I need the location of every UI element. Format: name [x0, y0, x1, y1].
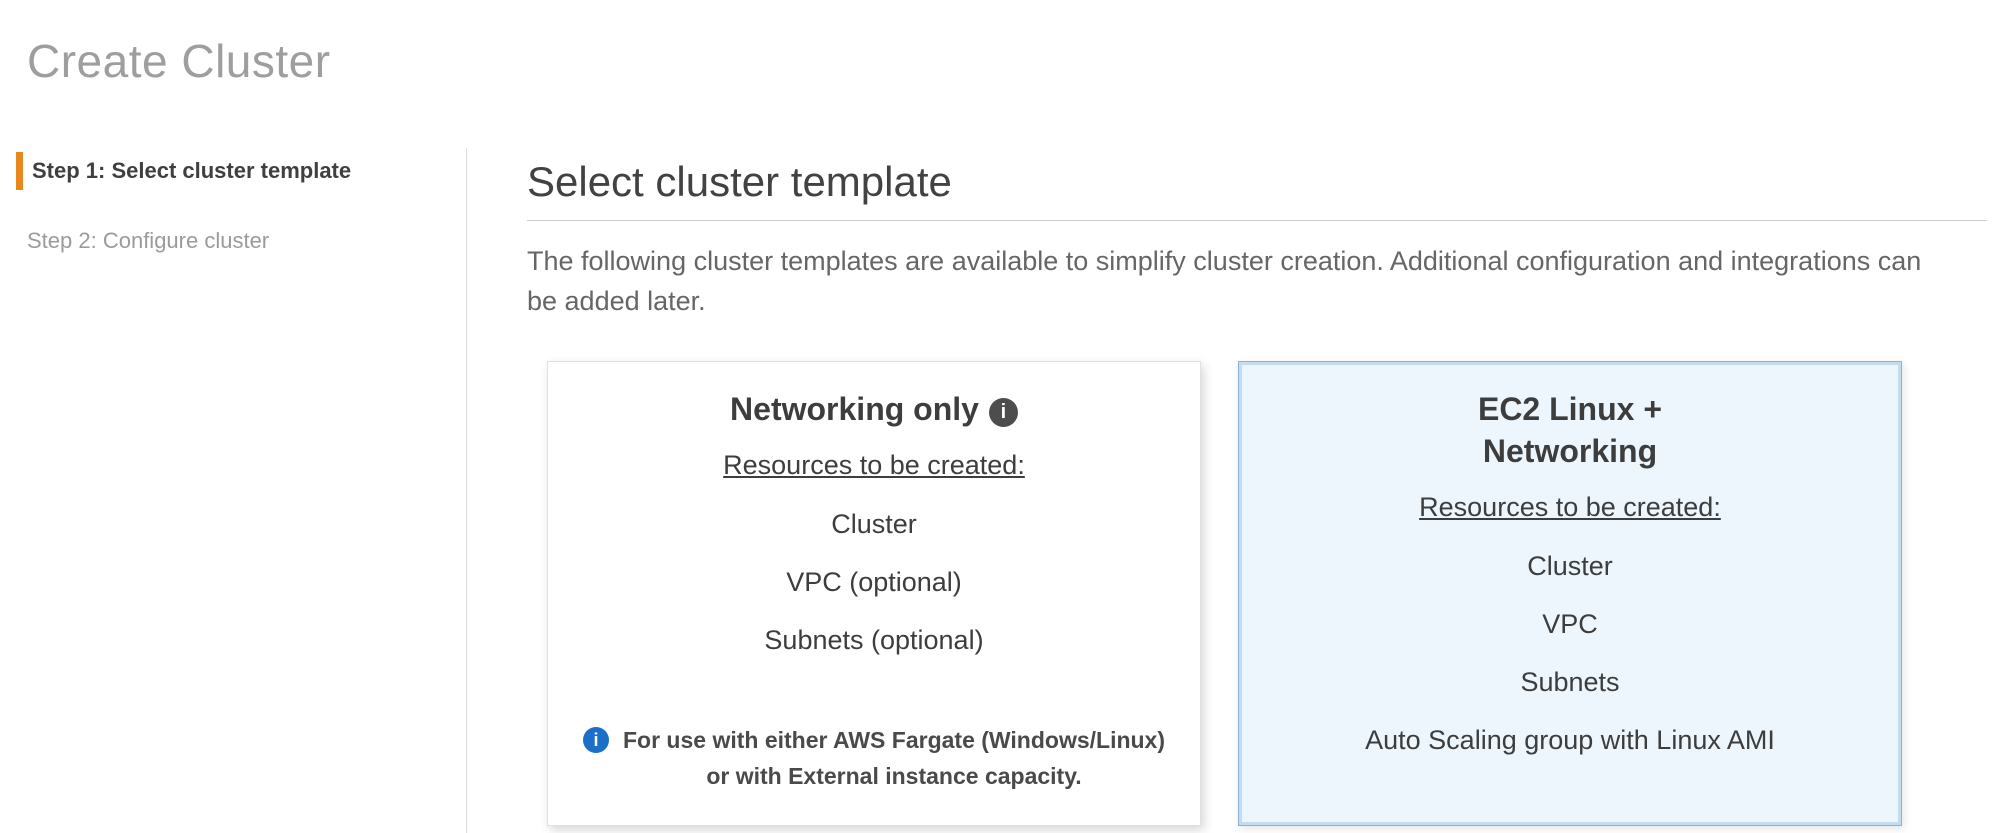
resources-heading: Resources to be created:: [1419, 492, 1721, 522]
resource-item: Cluster: [1527, 551, 1613, 581]
step-2-configure-cluster[interactable]: Step 2: Configure cluster: [27, 228, 270, 253]
resource-item: VPC: [1542, 609, 1598, 639]
step-1-select-cluster-template[interactable]: Step 1: Select cluster template: [16, 152, 466, 190]
wizard-steps-nav: Step 1: Select cluster template Step 2: …: [0, 148, 467, 833]
footnote-line: For use with either AWS Fargate (Windows…: [622, 727, 1166, 753]
template-card-ec2-linux-networking[interactable]: EC2 Linux + Networking Resources to be c…: [1238, 361, 1902, 826]
card-title-text: Networking only: [730, 391, 979, 427]
card-title-line: EC2 Linux +: [1477, 391, 1663, 427]
card-title: EC2 Linux + Networking: [1239, 388, 1901, 472]
template-card-networking-only[interactable]: Networking only i Resources to be created…: [547, 361, 1201, 826]
card-footnote: i For use with either AWS Fargate (Windo…: [548, 722, 1200, 794]
card-title-line: Networking: [1482, 433, 1658, 469]
resource-item: Subnets (optional): [764, 625, 984, 655]
resource-item: Cluster: [831, 509, 917, 539]
footnote-text: For use with either AWS Fargate (Windows…: [623, 722, 1165, 794]
cluster-template-cards: Networking only i Resources to be created…: [547, 361, 1987, 826]
info-icon: i: [582, 727, 609, 753]
main-content: Select cluster template The following cl…: [467, 148, 1999, 833]
resource-item: VPC (optional): [786, 567, 962, 597]
description-text: The following cluster templates are avai…: [527, 246, 1922, 316]
section-heading: Select cluster template: [527, 158, 952, 205]
card-title: Networking only i: [548, 388, 1200, 430]
page-title: Create Cluster: [27, 35, 331, 87]
info-icon[interactable]: i: [988, 398, 1018, 427]
resource-item: Subnets: [1520, 667, 1620, 697]
resource-item: Auto Scaling group with Linux AMI: [1365, 725, 1775, 755]
heading-divider: [527, 220, 1987, 221]
resources-heading: Resources to be created:: [723, 450, 1025, 480]
footnote-line: or with External instance capacity.: [706, 763, 1082, 789]
wizard-layout: Step 1: Select cluster template Step 2: …: [0, 148, 1999, 833]
